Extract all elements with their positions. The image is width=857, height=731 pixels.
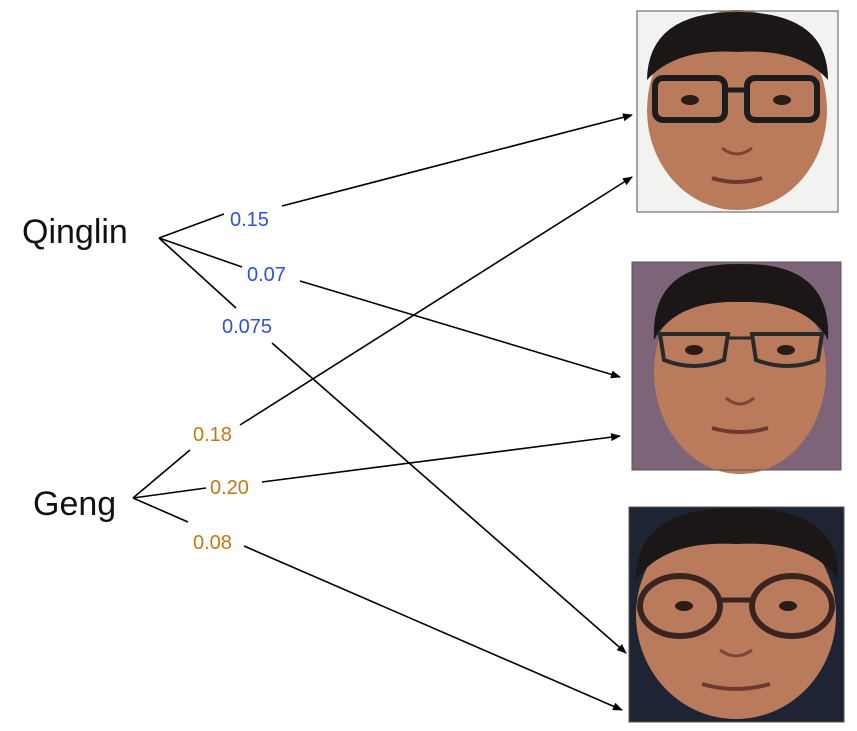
edge-qinglin-to-face1-arrow [281,113,633,207]
weight-geng-face2: 0.20 [210,477,249,499]
weight-qinglin-face3: 0.075 [222,316,272,338]
face-photo-glasses-half-rim-icon [653,263,829,474]
edge-geng-to-face1 [132,449,191,499]
edge-qinglin-to-face3-arrow [271,342,627,654]
face-photo-1 [636,10,839,213]
edge-geng-to-face3 [132,497,189,523]
edge-geng-to-face3-arrow [243,545,623,711]
edge-geng-to-face1-arrow [239,176,633,426]
edge-qinglin-to-face2-arrow [299,280,621,379]
face-photo-glasses-round-frame-icon [636,507,839,719]
edge-geng-to-face2 [132,487,207,499]
weight-geng-face3: 0.08 [193,532,232,554]
edge-qinglin-to-face2 [158,237,243,268]
weight-qinglin-face2: 0.07 [247,264,286,286]
edge-qinglin-to-face1 [158,213,225,239]
face-photo-3 [628,506,845,723]
edge-geng-to-face2-arrow [261,433,621,483]
weight-geng-face1: 0.18 [193,424,232,446]
face-photo-2 [631,261,842,474]
face-photo-glasses-black-frame-icon [647,10,828,210]
edges [132,113,633,711]
source-label-qinglin: Qinglin [22,213,128,251]
source-label-geng: Geng [33,485,116,523]
edge-qinglin-to-face3 [158,237,237,309]
weight-qinglin-face1: 0.15 [230,209,269,231]
